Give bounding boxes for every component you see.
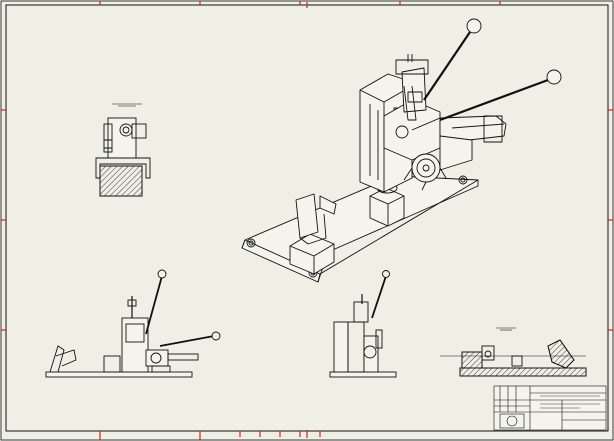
isometric-view xyxy=(241,18,562,283)
detail-view xyxy=(440,327,587,377)
logo-icon xyxy=(499,413,525,429)
title-block xyxy=(493,385,607,431)
front-view xyxy=(45,269,221,378)
side-view xyxy=(329,270,397,378)
section-view xyxy=(95,103,151,197)
